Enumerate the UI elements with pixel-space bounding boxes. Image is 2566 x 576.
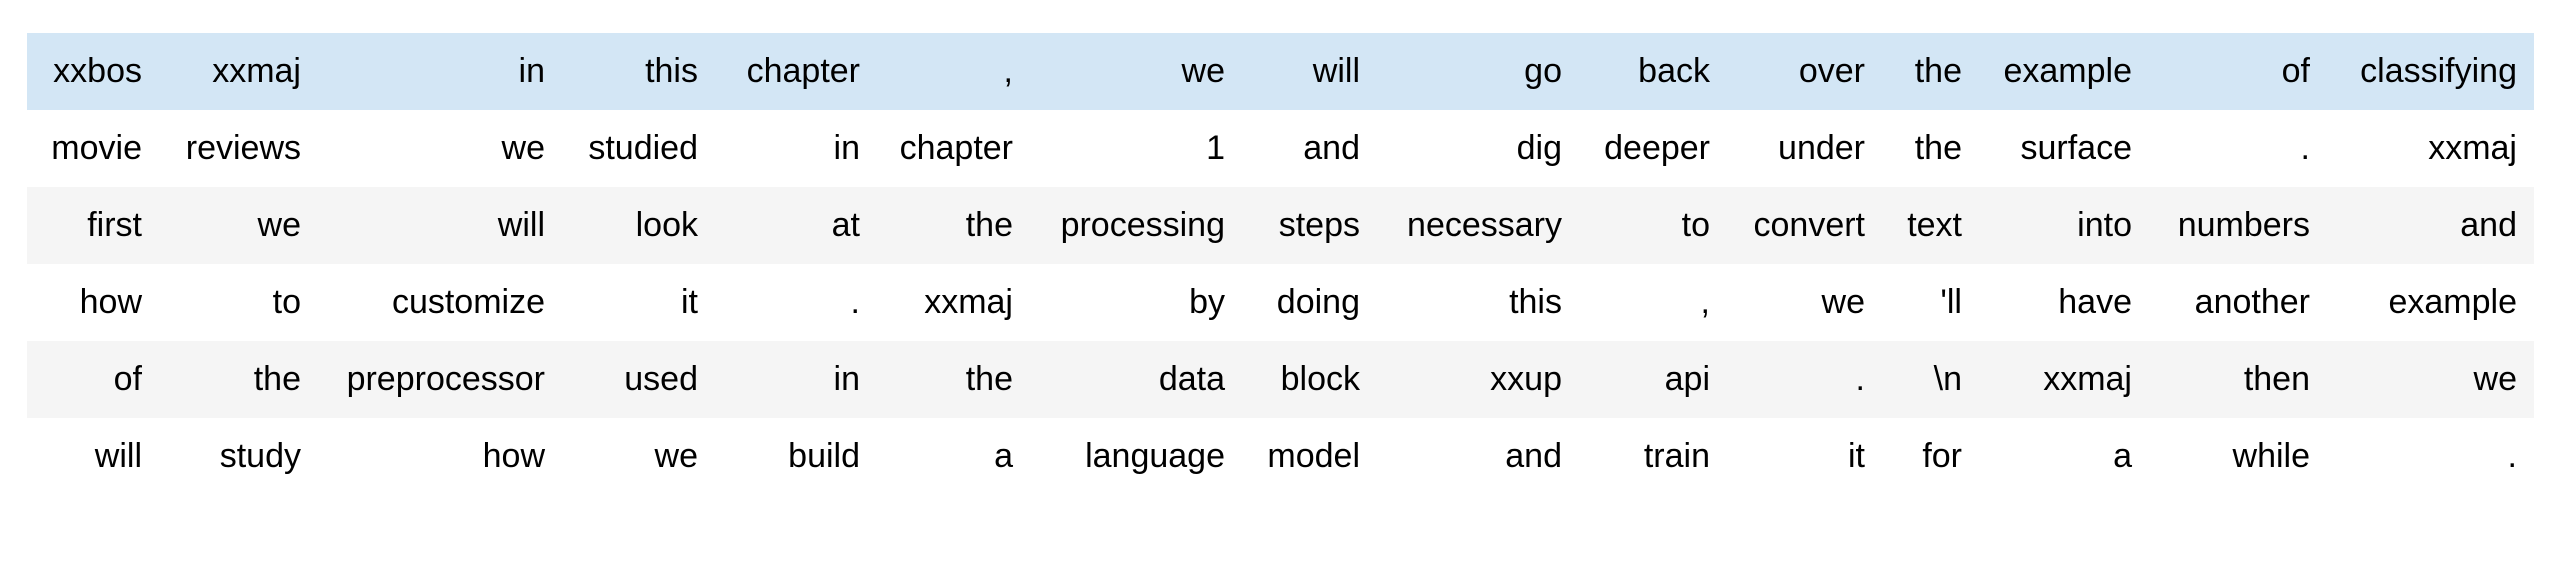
token-cell: the: [965, 360, 1013, 398]
token-cell: .: [2300, 129, 2310, 167]
token-cell: xxmaj: [212, 52, 301, 90]
token-cell: under: [1778, 129, 1865, 167]
token-cell: ,: [1003, 52, 1013, 90]
token-cell: processing: [1060, 206, 1225, 244]
token-cell: api: [1664, 360, 1710, 398]
token-cell: .: [850, 283, 860, 321]
token-cell: by: [1189, 283, 1225, 321]
token-cell: used: [624, 360, 698, 398]
token-cell: steps: [1278, 206, 1360, 244]
token-cell: while: [2232, 437, 2310, 475]
token-cell: surface: [2020, 129, 2133, 167]
token-cell: example: [2388, 283, 2517, 321]
token-cell: then: [2243, 360, 2310, 398]
token-cell: to: [272, 283, 301, 321]
token-cell: .: [1855, 360, 1865, 398]
token-cell: another: [2194, 283, 2310, 321]
token-cell: doing: [1276, 283, 1360, 321]
token-cell: model: [1267, 437, 1360, 475]
token-cell: block: [1280, 360, 1360, 398]
token-cell: to: [1681, 206, 1710, 244]
token-cell: 'll: [1940, 283, 1962, 321]
token-cell: xxmaj: [2428, 129, 2517, 167]
token-cell: how: [482, 437, 545, 475]
token-cell: deeper: [1604, 129, 1710, 167]
token-cell: 1: [1206, 129, 1225, 167]
table-row: will study how we build a language model and trai…: [27, 418, 2534, 495]
token-cell: will: [94, 437, 142, 475]
token-table: xxbos xxmaj in this chapter, we will go back over…: [27, 33, 2534, 495]
token-cell: dig: [1516, 129, 1562, 167]
table-row: movie reviews we studied in chapter 1 and dig dee…: [27, 110, 2534, 187]
token-cell: we: [654, 437, 698, 475]
token-cell: reviews: [185, 129, 301, 167]
token-cell: the: [253, 360, 301, 398]
token-cell: a: [994, 437, 1013, 475]
token-cell: and: [1303, 129, 1360, 167]
token-cell: the: [965, 206, 1013, 244]
token-cell: in: [833, 360, 860, 398]
token-cell: of: [113, 360, 142, 398]
token-cell: the: [1914, 129, 1962, 167]
token-cell: chapter: [746, 52, 860, 90]
token-cell: xxbos: [53, 52, 142, 90]
token-cell: we: [1821, 283, 1865, 321]
token-table-body: xxbos xxmaj in this chapter, we will go back over…: [27, 33, 2534, 495]
token-cell: study: [219, 437, 301, 475]
token-cell: data: [1158, 360, 1225, 398]
token-cell: for: [1922, 437, 1962, 475]
token-cell: have: [2058, 283, 2132, 321]
token-cell: back: [1638, 52, 1710, 90]
token-cell: in: [833, 129, 860, 167]
table-row: xxbos xxmaj in this chapter, we will go back over…: [27, 33, 2534, 110]
token-cell: necessary: [1407, 206, 1562, 244]
token-cell: .: [2507, 437, 2517, 475]
token-cell: this: [645, 52, 698, 90]
token-cell: movie: [51, 129, 142, 167]
token-cell: preprocessor: [346, 360, 545, 398]
token-cell: will: [1312, 52, 1360, 90]
token-cell: xxmaj: [924, 283, 1013, 321]
token-cell: we: [501, 129, 545, 167]
token-cell: will: [497, 206, 545, 244]
token-cell: look: [635, 206, 698, 244]
token-cell: of: [2281, 52, 2310, 90]
token-cell: we: [257, 206, 301, 244]
token-cell: it: [681, 283, 698, 321]
token-cell: a: [2113, 437, 2132, 475]
token-cell: train: [1643, 437, 1710, 475]
token-cell: ,: [1700, 283, 1710, 321]
token-cell: how: [79, 283, 142, 321]
token-cell: the: [1914, 52, 1962, 90]
token-cell: go: [1524, 52, 1562, 90]
token-cell: first: [87, 206, 142, 244]
token-cell: and: [2460, 206, 2517, 244]
token-cell: and: [1505, 437, 1562, 475]
token-cell: example: [2003, 52, 2132, 90]
token-cell: \n: [1933, 360, 1962, 398]
token-cell: we: [2473, 360, 2517, 398]
token-cell: language: [1085, 437, 1225, 475]
token-cell: convert: [1753, 206, 1866, 244]
table-row: first we will look at the processing steps neces…: [27, 187, 2534, 264]
token-cell: it: [1848, 437, 1865, 475]
token-cell: build: [788, 437, 860, 475]
token-cell: into: [2077, 206, 2132, 244]
token-cell: we: [1181, 52, 1225, 90]
token-cell: in: [518, 52, 545, 90]
token-cell: studied: [588, 129, 698, 167]
token-cell: xxup: [1490, 360, 1562, 398]
token-cell: over: [1798, 52, 1865, 90]
token-cell: classifying: [2360, 52, 2517, 90]
table-row: of the preprocessor used in the data block xxup a…: [27, 341, 2534, 418]
token-cell: text: [1907, 206, 1962, 244]
token-cell: customize: [391, 283, 545, 321]
token-cell: chapter: [899, 129, 1013, 167]
token-cell: xxmaj: [2043, 360, 2132, 398]
token-cell: at: [831, 206, 860, 244]
table-row: how to customize it. xxmaj by doing this, we 'll h…: [27, 264, 2534, 341]
token-cell: this: [1509, 283, 1562, 321]
token-cell: numbers: [2177, 206, 2310, 244]
